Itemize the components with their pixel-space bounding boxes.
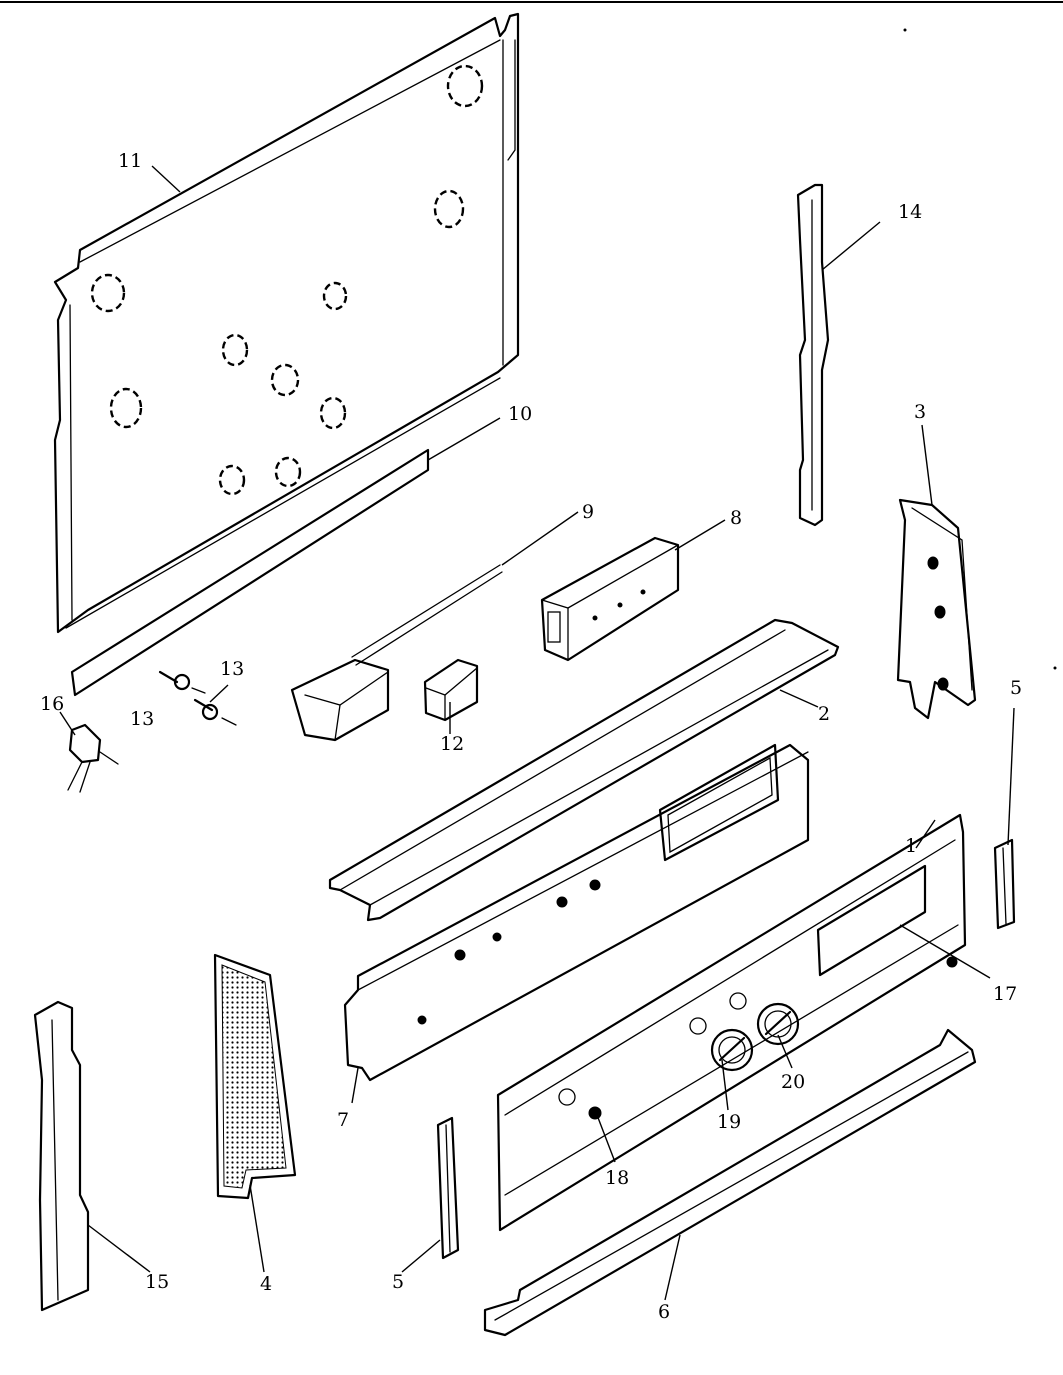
callout-14: 14 [898,201,922,223]
speck [903,28,907,32]
part-4-perforated-panel [213,953,297,1200]
part-16-switch [67,723,119,793]
part-2-channel [328,618,840,922]
part-19-knob [710,1028,754,1072]
callout-18: 18 [605,1167,629,1189]
callout-4: 4 [260,1273,272,1295]
callout-13-upper: 13 [220,658,244,680]
callout-16: 16 [40,693,64,715]
callout-2: 2 [818,703,830,725]
callout-13-lower: 13 [130,708,154,730]
callout-5-bottom: 5 [392,1271,404,1293]
callout-labels: 1 2 3 4 5 5 6 7 8 9 10 11 12 13 13 14 15… [40,150,1022,1323]
part-5-trim-right [993,838,1016,930]
leader-lines [59,165,1015,1301]
callout-5-right: 5 [1010,677,1022,699]
callout-6: 6 [658,1301,670,1323]
part-11-back-panel [53,12,520,634]
part-3-bracket [896,498,977,720]
part-20-knob [756,1002,800,1046]
part-15-trim [33,1000,90,1312]
part-9-rod-block [290,564,503,742]
part-6-bottom-trim [483,1028,977,1337]
callout-9: 9 [582,501,594,523]
part-8-box [540,536,680,662]
part-1-front-panel [496,813,967,1232]
part-12-cube [423,658,479,722]
callout-15: 15 [145,1271,169,1293]
callout-1: 1 [905,835,917,857]
speck [1053,666,1057,670]
callout-19: 19 [717,1111,741,1133]
callout-3: 3 [914,401,926,423]
callout-11: 11 [118,150,142,172]
part-7-panel-backing [343,743,810,1082]
callout-7: 7 [337,1109,349,1131]
callout-17: 17 [993,983,1017,1005]
part-5-trim-bottom [436,1116,460,1260]
part-10-strip [70,448,430,697]
callout-10: 10 [508,403,532,425]
part-14-trim [796,183,830,527]
callout-12: 12 [440,733,464,755]
callout-20: 20 [781,1071,805,1093]
part-13-pins [158,670,237,726]
callout-8: 8 [730,507,742,529]
